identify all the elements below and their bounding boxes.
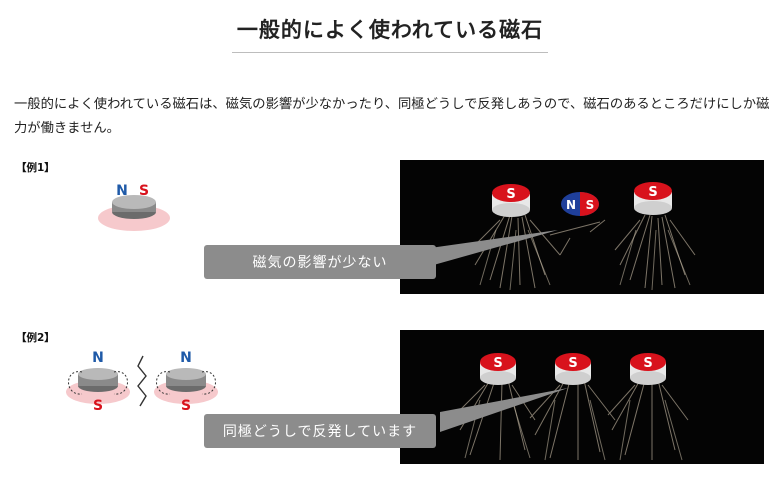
svg-text:S: S (586, 198, 595, 212)
example2-label: 【例2】 (16, 332, 55, 344)
example2-photo: S S S (400, 330, 764, 464)
example2-magnet-illustration: N S N S (66, 350, 218, 412)
svg-text:S: S (93, 398, 103, 412)
example1-callout: 磁気の影響が少ない (204, 245, 436, 279)
svg-text:S: S (568, 356, 577, 371)
svg-text:N: N (92, 350, 104, 366)
photo-magnet-1: S (480, 353, 516, 385)
example2-callout: 同極どうしで反発しています (204, 414, 436, 448)
pole-n-label: N (116, 183, 128, 199)
svg-text:S: S (493, 356, 502, 371)
intro-paragraph: 一般的によく使われている磁石は、磁気の影響が少なかったり、同極どうしで反発しあう… (14, 97, 770, 136)
svg-text:S: S (643, 356, 652, 371)
svg-text:S: S (648, 185, 657, 200)
page-title: 一般的によく使われている磁石 (236, 18, 544, 42)
example1-magnet-illustration: N S (98, 183, 170, 231)
svg-text:N: N (180, 350, 192, 366)
photo-magnet-3: S (630, 353, 666, 385)
photo-magnet-2: S (555, 353, 591, 385)
title-divider (232, 52, 548, 53)
svg-text:S: S (506, 187, 515, 202)
photo-magnet-1: S (492, 184, 530, 217)
example1-label: 【例1】 (16, 162, 55, 174)
svg-text:N: N (566, 198, 576, 212)
photo-magnet-2: N S (561, 192, 599, 216)
photo-magnet-3: S (634, 182, 672, 215)
example1-photo: S N S S (400, 160, 764, 294)
svg-text:S: S (181, 398, 191, 412)
pole-s-label: S (139, 183, 149, 199)
